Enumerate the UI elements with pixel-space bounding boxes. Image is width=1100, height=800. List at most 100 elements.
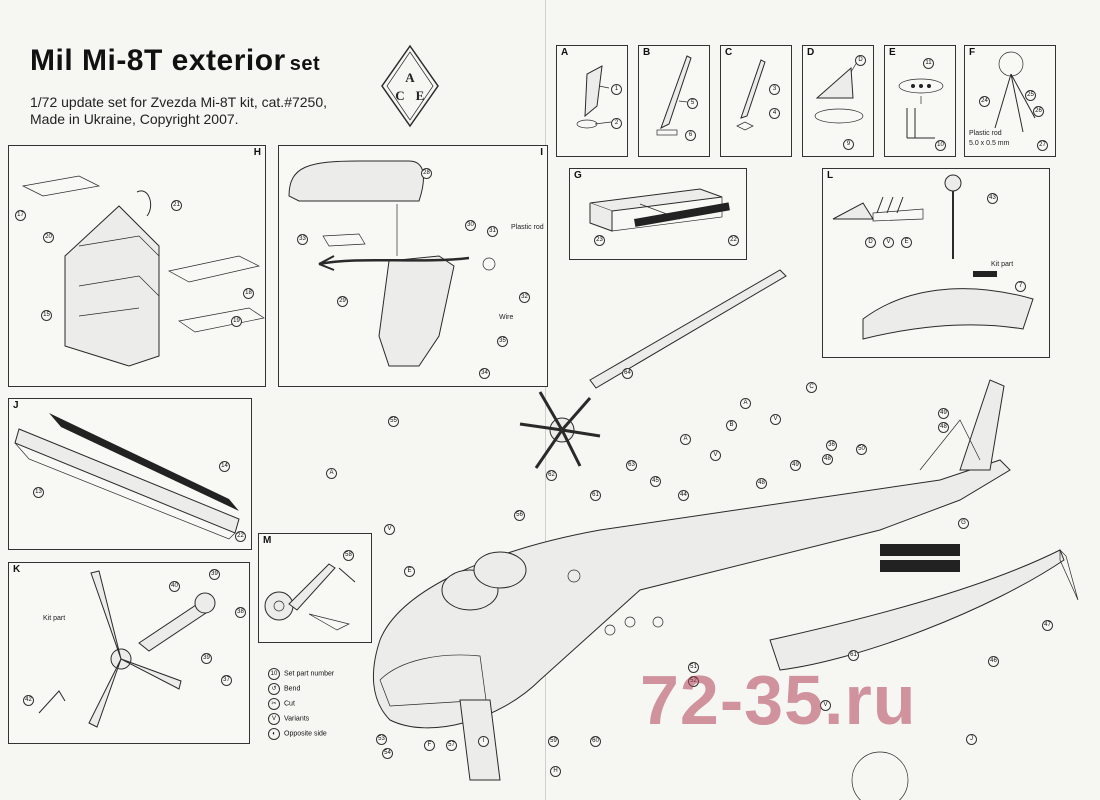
callout-29: 29 <box>337 296 348 307</box>
callout-54: 54 <box>382 748 393 759</box>
part-b-drawing <box>656 55 692 136</box>
panel-label-a: A <box>561 47 569 58</box>
panel-label-h: H <box>253 147 261 158</box>
callout-48-b: 48 <box>822 454 833 465</box>
legend-symbol-number: 10 <box>268 668 280 680</box>
callout-i-main: I <box>478 736 489 747</box>
legend-symbol-variants: V <box>268 713 280 725</box>
callout-7: 7 <box>1015 281 1026 292</box>
caption-kit-part-k: Kit part <box>43 615 66 622</box>
callout-14: 14 <box>219 461 230 472</box>
callout-v-top: V <box>770 414 781 425</box>
callout-1: 1 <box>611 84 622 95</box>
callout-v-main: V <box>710 450 721 461</box>
part-c-drawing <box>736 59 766 131</box>
callout-50: 50 <box>856 444 867 455</box>
subtitle-line-1: 1/72 update set for Zvezda Mi-8T kit, ca… <box>30 94 328 110</box>
callout-63: 63 <box>626 460 637 471</box>
callout-35: 35 <box>497 336 508 347</box>
callout-48-tail: 48 <box>938 422 949 433</box>
callout-34: 34 <box>479 368 490 379</box>
helicopter-main-drawing <box>372 269 1079 800</box>
callout-56: 56 <box>514 510 525 521</box>
callout-39: 39 <box>209 569 220 580</box>
callout-53: 53 <box>376 734 387 745</box>
legend-label-set-part: Set part number <box>284 670 335 678</box>
callout-57: 57 <box>446 740 457 751</box>
callout-b: B <box>726 420 737 431</box>
callout-11: 11 <box>923 58 934 69</box>
panel-label-f: F <box>969 47 976 58</box>
callout-3: 3 <box>769 84 780 95</box>
callout-46: 46 <box>988 656 999 667</box>
part-e-drawing <box>898 78 944 139</box>
legend-row-variants: V Variants <box>268 713 309 726</box>
legend-row-opposite: ◐Opposite side <box>268 728 327 741</box>
panel-e: E 11 10 <box>884 45 956 157</box>
panel-label-e: E <box>889 47 896 58</box>
legend-label-variants: Variants <box>284 715 310 723</box>
callout-49-tail: 49 <box>938 408 949 419</box>
part-l-drawing <box>832 174 1034 340</box>
callout-25: 25 <box>1025 90 1036 101</box>
callout-10: 10 <box>935 140 946 151</box>
callout-d-letter: D <box>855 55 866 66</box>
callout-45: 45 <box>650 476 661 487</box>
callout-51: 51 <box>688 662 699 673</box>
callout-59: 59 <box>548 736 559 747</box>
panel-label-d: D <box>807 47 815 58</box>
panel-f: F 25 26 24 Plastic rod 5.0 x 0.5 mm 27 <box>964 45 1056 157</box>
panel-label-i: I <box>540 147 543 158</box>
callout-37: 37 <box>221 675 232 686</box>
callout-18: 18 <box>243 288 254 299</box>
callout-39-b: 39 <box>201 653 212 664</box>
panel-label-k: K <box>13 564 21 575</box>
part-i-drawing <box>288 160 496 367</box>
callout-31: 31 <box>487 226 498 237</box>
callout-22: 22 <box>728 235 739 246</box>
panel-h: H 17 20 21 18 19 15 <box>8 145 266 387</box>
caption-plastic-rod-size: 5.0 x 0.5 mm <box>969 140 1010 147</box>
logo-letter-e: E <box>416 88 425 103</box>
callout-61: 61 <box>590 490 601 501</box>
callout-a-top: A <box>740 398 751 409</box>
callout-19: 19 <box>231 316 242 327</box>
title-main: Mil Mi-8T exterior <box>30 44 286 77</box>
panel-label-l: L <box>827 170 834 181</box>
callout-h-main: H <box>550 766 561 777</box>
part-h-drawing <box>21 175 265 367</box>
caption-wire: Wire <box>499 314 514 321</box>
panel-label-b: B <box>643 47 651 58</box>
caption-plastic-rod-f: Plastic rod <box>969 130 1002 137</box>
legend-row-set-part: 10 Set part number <box>268 668 334 681</box>
panel-m: M 58 <box>258 533 372 643</box>
callout-60-b: 60 <box>590 736 601 747</box>
panel-g: G 23 22 <box>569 168 747 260</box>
callout-17: 17 <box>15 210 26 221</box>
callout-33: 33 <box>297 234 308 245</box>
callout-13: 13 <box>33 487 44 498</box>
panel-a: A 1 2 <box>556 45 628 157</box>
panel-label-c: C <box>725 47 733 58</box>
bend-icon: ↺ <box>268 683 280 695</box>
callout-j-main: J <box>966 734 977 745</box>
callout-26: 26 <box>1033 106 1044 117</box>
callout-9: 9 <box>843 139 854 150</box>
callout-47: 47 <box>1042 620 1053 631</box>
callout-58: 58 <box>343 550 354 561</box>
panel-label-j: J <box>13 400 19 411</box>
callout-23: 23 <box>594 235 605 246</box>
ace-logo: A C E <box>381 44 439 128</box>
legend-label-opposite: Opposite side <box>284 730 327 738</box>
panel-c: C 3 4 <box>720 45 792 157</box>
callout-30: 30 <box>465 220 476 231</box>
callout-16: 15 <box>41 310 52 321</box>
callout-e-main: E <box>404 566 415 577</box>
part-k-drawing <box>38 570 216 728</box>
callout-28: 28 <box>421 168 432 179</box>
logo-letter-c: C <box>395 88 404 103</box>
legend-row-cut: ✂Cut <box>268 698 295 711</box>
callout-48-a: 48 <box>756 478 767 489</box>
